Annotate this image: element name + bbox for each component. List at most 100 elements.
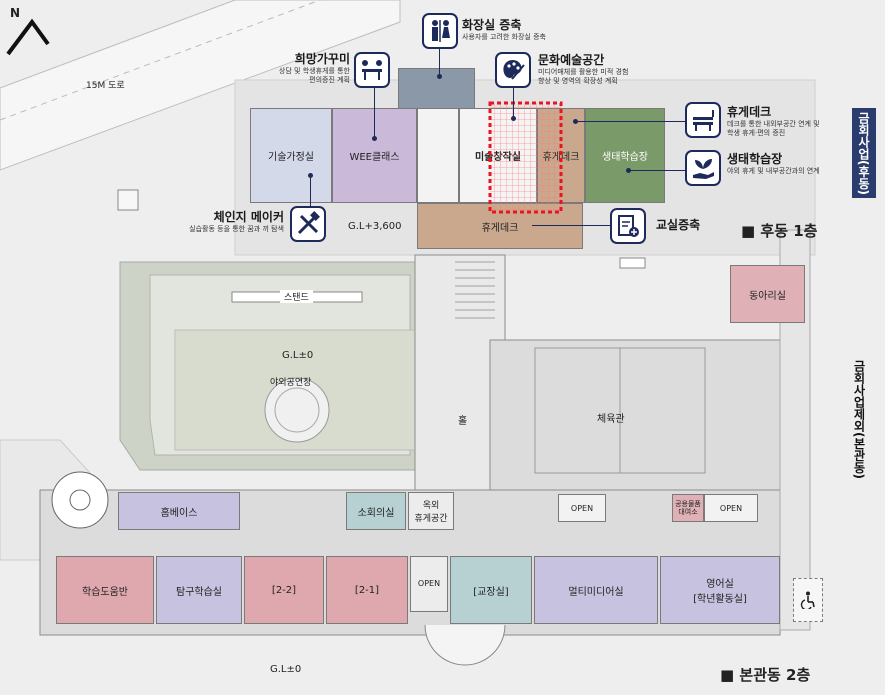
classroom-add-callout-title: 교실증축 (656, 218, 701, 232)
restroom-callout: 화장실 증축 사용자를 고려한 화장실 증축 (462, 16, 546, 42)
culture-callout-icon (495, 52, 531, 88)
road-centerline (0, 0, 321, 121)
room-home-base-label: 홈베이스 (160, 507, 198, 519)
room-wee-label: WEE클래스 (349, 152, 400, 163)
road-label: 15M 도로 (86, 81, 125, 91)
room-principal-label: [교장실] (473, 586, 509, 598)
room-inquiry-label: 탐구학습실 (176, 586, 222, 598)
stair-hatch (455, 261, 495, 319)
wheelchair-icon (800, 591, 815, 609)
hope-callout-icon (354, 52, 390, 88)
spiral-stair (51, 471, 109, 529)
side-band-upper: 금회사업(후동) (852, 108, 876, 198)
outdoor-stage-label: 야외공연장 (270, 378, 312, 388)
room-learning-help-label: 학습도움반 (82, 586, 128, 598)
change-maker-callout-title: 체인지 메이커 (213, 210, 284, 224)
culture-callout-sub1: 미디어매체를 활용한 미적 경험 (538, 68, 629, 76)
room-home-base: 홈베이스 (118, 492, 240, 530)
floor-tag-lower: ■ 본관동 2층 (720, 666, 811, 684)
culture-space-highlight (488, 101, 563, 214)
room-shared-rental-label: 공용물품 대여소 (675, 500, 701, 516)
hope-callout-sub1: 상담 및 학생휴게를 통한 (278, 67, 350, 75)
room-roof-rest-label: 옥외 휴게공간 (414, 501, 448, 524)
restroom-callout-title: 화장실 증축 (462, 18, 522, 32)
tools-icon (297, 211, 320, 235)
room-small-meeting-label: 소회의실 (357, 507, 395, 519)
rest-deck-callout: 휴게데크 데크를 통한 내외부공간 연계 및 학생 휴게·편의 증진 (727, 103, 820, 138)
room-class-2-1: [2-1] (326, 556, 408, 624)
road-area (0, 0, 401, 171)
room-eco-field-label: 생태학습장 (602, 152, 648, 163)
restroom-icon (432, 20, 450, 42)
room-club: 동아리실 (730, 265, 805, 323)
hope-callout: 희망가꾸미 상담 및 학생휴게를 통한 편의증진 계획 (254, 50, 350, 85)
side-label-right: 금회사업제외(본관동) (852, 360, 866, 479)
accessible-area (793, 578, 823, 622)
room-eco-field: 생태학습장 (585, 108, 665, 203)
gl-bottom: G.L±0 (270, 664, 302, 675)
culture-callout-title: 문화예술공간 (538, 53, 605, 67)
counseling-icon (362, 60, 382, 80)
side-band-upper-label: 금회사업(후동) (856, 111, 871, 195)
hall-label: 홀 (458, 416, 468, 427)
rest-deck-callout-sub2: 학생 휴게·편의 증진 (727, 129, 786, 137)
eco-callout-sub: 야외 휴게 및 내부공간과의 연계 (727, 167, 820, 175)
rest-deck-callout-sub1: 데크를 통한 내외부공간 연계 및 (727, 120, 820, 128)
room-inquiry: 탐구학습실 (156, 556, 242, 624)
bench-icon (693, 110, 714, 131)
room-rest-deck-outer-label: 휴게데크 (481, 222, 519, 234)
sprout-hand-icon (693, 159, 714, 179)
curved-entrance (424, 624, 506, 666)
rest-deck-callout-icon (685, 102, 721, 138)
room-tech-home-label: 기술가정실 (268, 152, 314, 163)
open-area-3-label: OPEN (417, 579, 441, 588)
stage-inner-circle (274, 387, 320, 433)
gym-label: 체육관 (597, 414, 625, 425)
room-multimedia: 멀티미디어실 (534, 556, 658, 624)
room-class-2-2: [2-2] (244, 556, 324, 624)
room-multimedia-label: 멀티미디어실 (568, 586, 624, 598)
gl-middle: G.L±0 (282, 350, 314, 361)
room-english: 영어실 [학년활동실] (660, 556, 780, 624)
room-club-label: 동아리실 (749, 290, 786, 302)
palette-icon (503, 60, 525, 80)
room-english-label: 영어실 [학년활동실] (693, 579, 747, 605)
eco-callout-title: 생태학습장 (727, 152, 783, 166)
restroom-callout-icon (422, 13, 458, 49)
floor-tag-upper: ■ 후동 1층 (741, 222, 818, 240)
hope-callout-title: 희망가꾸미 (294, 52, 350, 66)
room-principal: [교장실] (450, 556, 532, 624)
document-add-icon (618, 215, 639, 237)
restroom-leader (439, 49, 440, 75)
change-maker-callout-sub: 실습활동 등을 통한 꿈과 끼 탐색 (189, 225, 284, 233)
gym-block (489, 339, 781, 496)
stair-core (417, 108, 459, 203)
eco-callout: 생태학습장 야외 휴게 및 내부공간과의 연계 (727, 150, 820, 176)
eco-callout-icon (685, 150, 721, 186)
classroom-add-callout-icon (610, 208, 646, 244)
restroom-callout-sub: 사용자를 고려한 화장실 증축 (462, 33, 546, 41)
room-class-2-2-label: [2-2] (271, 584, 297, 596)
small-square (117, 189, 139, 211)
room-learning-help: 학습도움반 (56, 556, 154, 624)
room-roof-rest: 옥외 휴게공간 (408, 492, 454, 530)
stage-circle (264, 377, 330, 443)
open-area-2-label: OPEN (719, 503, 743, 513)
rest-deck-callout-title: 휴게데크 (727, 105, 772, 119)
north-arrow-icon (6, 18, 50, 56)
room-small-meeting: 소회의실 (346, 492, 406, 530)
open-area-2: OPEN (704, 494, 758, 522)
restroom-block (398, 68, 475, 110)
stand-label: 스탠드 (280, 290, 313, 303)
room-shared-rental: 공용물품 대여소 (672, 494, 704, 522)
change-maker-callout: 체인지 메이커 실습활동 등을 통한 꿈과 끼 탐색 (168, 208, 284, 234)
north-symbol: N (10, 6, 21, 20)
culture-callout-sub2: 향상 및 영역의 확장성 계획 (538, 77, 618, 85)
change-maker-callout-icon (290, 206, 326, 242)
open-area-3: OPEN (410, 556, 448, 612)
hope-callout-sub2: 편의증진 계획 (309, 76, 350, 84)
room-tech-home: 기술가정실 (250, 108, 332, 203)
open-area-1-label: OPEN (570, 503, 594, 513)
culture-callout: 문화예술공간 미디어매체를 활용한 미적 경험 향상 및 영역의 확장성 계획 (538, 51, 628, 86)
